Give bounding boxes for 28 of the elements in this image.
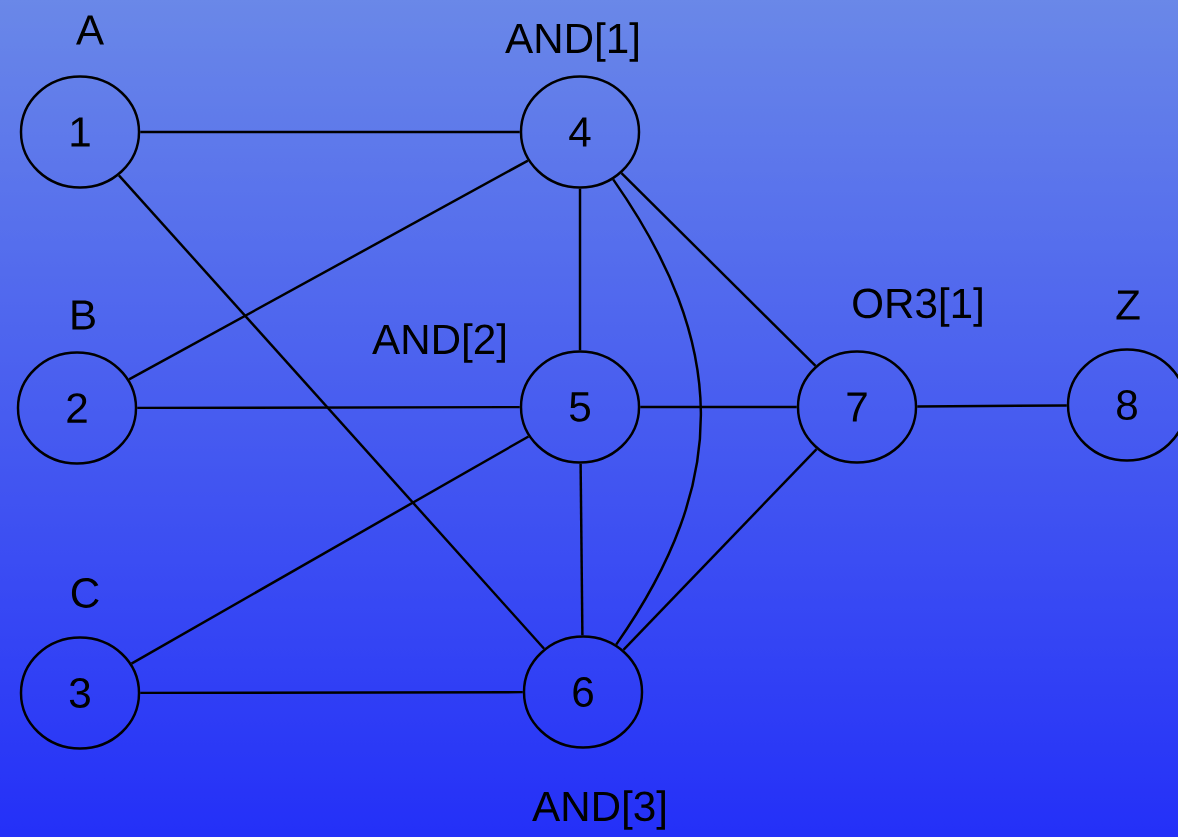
circle-node: 5: [519, 350, 641, 464]
connector-line: [622, 448, 818, 651]
circle-node: 1: [19, 75, 141, 189]
connector-line: [579, 463, 584, 636]
connector-line: [612, 178, 702, 646]
node-label: AND[1]: [505, 22, 638, 62]
connector-line: [620, 172, 817, 367]
node-label: B: [72, 300, 95, 330]
circle-node: 4: [519, 75, 641, 189]
connector-line: [578, 188, 582, 351]
connector-line: [130, 435, 530, 665]
node-label: C: [71, 578, 99, 608]
connector-line: [140, 130, 520, 134]
connector-line: [640, 405, 797, 409]
connector-line: [128, 159, 529, 381]
connector-line: [140, 690, 523, 695]
node-label: A: [76, 15, 104, 45]
node-label: OR3[1]: [853, 287, 982, 327]
connector-line: [917, 404, 1067, 408]
connector-line: [118, 174, 546, 650]
circle-node: 6: [522, 635, 644, 749]
circle-node: 3: [19, 636, 141, 750]
node-label: AND[2]: [372, 323, 505, 363]
connector-line: [137, 405, 520, 410]
circle-node: 2: [16, 351, 138, 465]
node-label: Z: [1116, 290, 1140, 320]
node-label: AND[3]: [532, 790, 665, 830]
circle-node: 7: [796, 350, 918, 464]
